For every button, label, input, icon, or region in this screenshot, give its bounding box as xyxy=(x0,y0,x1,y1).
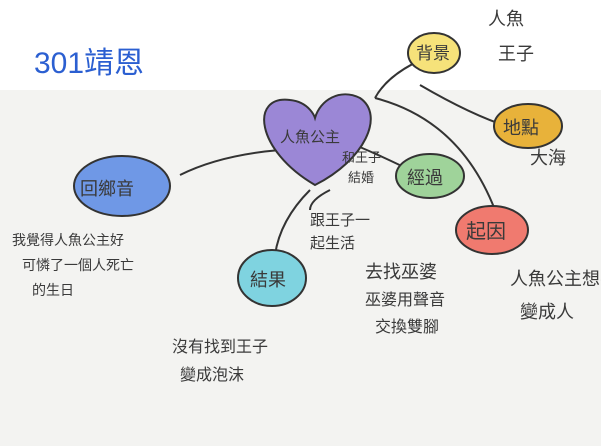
center-heart xyxy=(263,93,372,187)
hometown-node xyxy=(73,155,171,217)
cause-node xyxy=(455,205,529,255)
process-note-3-line2: 交換雙腳 xyxy=(375,317,439,336)
background-note-line2: 王子 xyxy=(498,44,534,65)
header-band xyxy=(0,0,601,90)
result-label: 結果 xyxy=(250,270,286,291)
place-node xyxy=(493,103,563,149)
result-note-line1: 沒有找到王子 xyxy=(172,337,268,356)
connector-cause xyxy=(374,97,496,211)
hometown-note-line1: 我覺得人魚公主好 xyxy=(12,232,124,249)
process-note-1-line2: 結婚 xyxy=(348,171,374,186)
process-node xyxy=(395,153,465,199)
background-note-line1: 人魚 xyxy=(488,9,524,30)
process-note-1-line1: 和王子 xyxy=(342,151,381,166)
connector-hometown xyxy=(179,149,281,176)
bottom-note-line2: 起生活 xyxy=(310,234,355,252)
process-label: 經過 xyxy=(407,168,443,189)
mind-map-sketch: 人魚公主 背景 人魚 王子 地點 大海 經過 和王子 結婚 去找巫婆 巫婆用聲音… xyxy=(12,9,601,384)
connector-bottom xyxy=(309,189,331,211)
page-title: 301靖恩 xyxy=(34,47,145,80)
connector-result xyxy=(274,189,311,256)
bottom-note-line1: 跟王子一 xyxy=(310,211,370,229)
hometown-note-line3: 的生日 xyxy=(32,283,74,299)
center-label: 人魚公主 xyxy=(280,128,340,146)
cause-note-line2: 變成人 xyxy=(520,302,574,323)
process-note-3-line1: 巫婆用聲音 xyxy=(365,290,445,309)
place-label: 地點 xyxy=(503,118,539,139)
process-note-2: 去找巫婆 xyxy=(365,262,437,283)
place-note: 大海 xyxy=(530,148,566,169)
cause-label: 起因 xyxy=(466,219,506,243)
result-node xyxy=(237,249,307,307)
background-node xyxy=(407,32,461,74)
background-label: 背景 xyxy=(416,44,450,64)
hometown-note-line2: 可憐了一個人死亡 xyxy=(22,258,134,274)
hometown-label: 回鄉音 xyxy=(80,179,134,200)
cause-note-line1: 人魚公主想要 xyxy=(510,269,601,290)
result-note-line2: 變成泡沫 xyxy=(180,365,244,384)
